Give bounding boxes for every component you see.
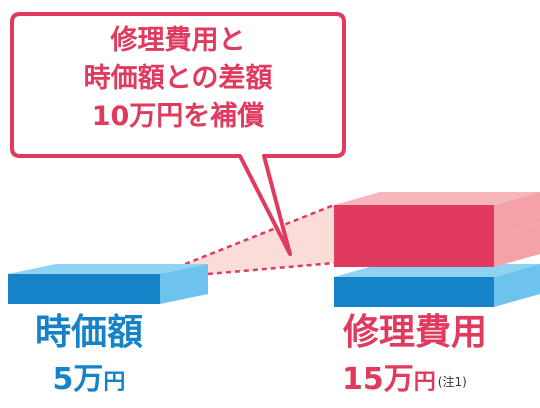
market-value-unit: 円 [103,370,126,395]
market-value-number: 5万 [52,362,104,397]
callout-line-3: 10万円を補償 [91,101,265,132]
dashed-guide-top [159,203,335,276]
dashed-guide-bottom [207,261,335,276]
callout-line-2: 時価額との差額 [83,63,273,94]
repair-cost-block-red-upper [334,192,540,236]
repair-cost-number: 15万 [342,362,414,397]
repair-cost-amount: 15万円(注1) [328,360,528,403]
callout-text: 修理費用と 時価額との差額 10万円を補償 [26,22,330,136]
repair-cost-block-blue [334,264,540,307]
callout-bubble [10,12,346,256]
market-value-title: 時価額 [34,312,143,353]
repair-cost-title: 修理費用 [342,312,487,353]
repair-cost-note: (注1) [437,375,467,389]
callout-line-1: 修理費用と [110,25,246,56]
market-value-block [8,264,208,304]
repair-cost-unit: 円 [413,370,436,395]
market-value-amount: 5万円 [14,360,164,403]
